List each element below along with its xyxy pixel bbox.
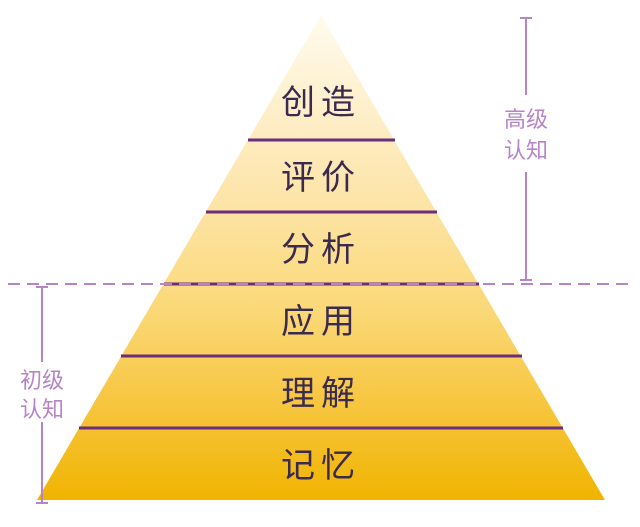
higher-cognition-label-line2: 认知	[504, 139, 548, 164]
lower-cognition-label-line2: 认知	[20, 398, 64, 423]
pyramid-shape	[37, 15, 605, 500]
level-understand: 理解	[281, 374, 361, 414]
level-analyze: 分析	[281, 230, 361, 270]
higher-cognition-label-line1: 高级	[504, 108, 548, 133]
lower-cognition-bracket	[36, 286, 48, 504]
higher-cognition-bracket	[520, 17, 532, 281]
level-apply: 应用	[281, 302, 361, 342]
level-create: 创造	[281, 83, 361, 123]
lower-cognition-label-line1: 初级	[20, 369, 64, 394]
level-remember: 记忆	[281, 446, 361, 486]
level-evaluate: 评价	[281, 158, 361, 198]
